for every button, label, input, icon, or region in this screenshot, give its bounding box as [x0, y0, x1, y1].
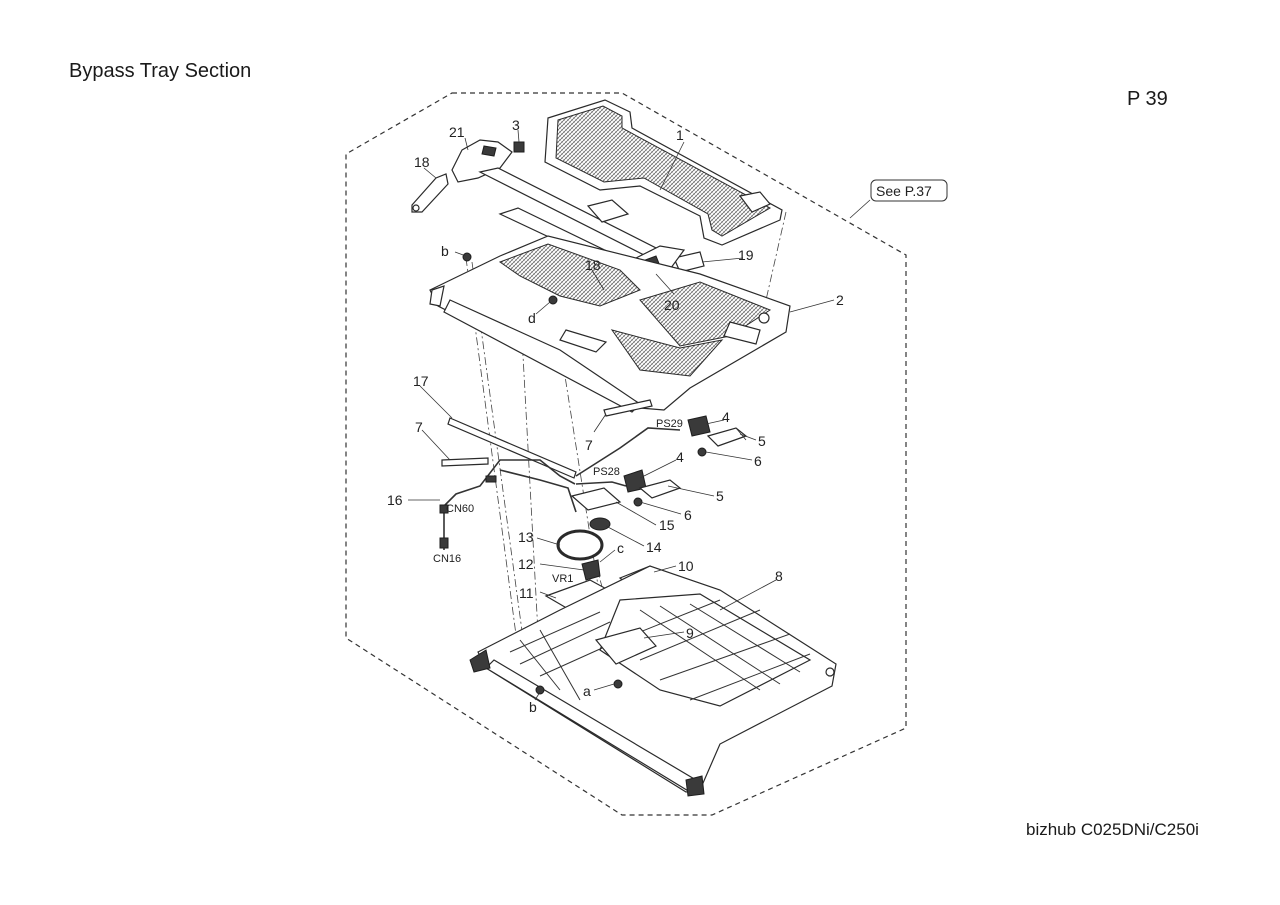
callout-14[interactable]: 14 [646, 539, 662, 555]
screw-b-upper [462, 252, 472, 262]
callout-18a[interactable]: 18 [414, 154, 430, 170]
callout-3[interactable]: 3 [512, 117, 520, 133]
callout-18b[interactable]: 18 [585, 257, 601, 273]
label-cn60: CN60 [446, 503, 474, 515]
part-2-tray-frame [429, 235, 791, 413]
label-ps29: PS29 [656, 418, 683, 430]
part-12-sensor [581, 559, 601, 581]
page-number: P 39 [1127, 88, 1168, 110]
label-cn16: CN16 [433, 553, 461, 565]
callout-9[interactable]: 9 [686, 625, 694, 641]
callout-5a[interactable]: 5 [758, 433, 766, 449]
callout-7a[interactable]: 7 [415, 419, 423, 435]
screw-d [548, 295, 558, 305]
callout-10[interactable]: 10 [678, 558, 694, 574]
callout-1[interactable]: 1 [676, 127, 684, 143]
callout-11[interactable]: 11 [519, 585, 534, 601]
callout-8[interactable]: 8 [775, 568, 783, 584]
callout-b-lower[interactable]: b [529, 699, 537, 715]
callout-17[interactable]: 17 [413, 373, 429, 389]
screw-a [613, 679, 623, 689]
callout-c[interactable]: c [617, 540, 624, 556]
reference-note[interactable]: See P.37 [870, 179, 948, 202]
part-13-ring [556, 529, 604, 561]
callout-5b[interactable]: 5 [716, 488, 724, 504]
part-6-spring-upper [697, 447, 707, 457]
part-1-upper-cover [544, 99, 783, 246]
part-19-slider [673, 251, 705, 273]
part-5-actuator-lower [638, 479, 682, 499]
callout-15[interactable]: 15 [659, 517, 675, 533]
part-7-rod-left [441, 457, 489, 467]
part-14-gear [589, 517, 611, 531]
callout-12[interactable]: 12 [518, 556, 534, 572]
callout-b-upper[interactable]: b [441, 243, 449, 259]
part-15-bracket [570, 487, 622, 511]
label-ps28: PS28 [593, 466, 620, 478]
model-name: bizhub C025DNi/C250i [1026, 820, 1199, 839]
callout-6b[interactable]: 6 [684, 507, 692, 523]
callout-d[interactable]: d [528, 310, 536, 326]
part-4-sensor-ps29 [687, 415, 711, 437]
part-7-rod-right [603, 399, 653, 417]
callout-4a[interactable]: 4 [722, 409, 730, 425]
callout-6a[interactable]: 6 [754, 453, 762, 469]
screw-b-lower [535, 685, 545, 695]
callout-16[interactable]: 16 [387, 492, 403, 508]
page-title: Bypass Tray Section [69, 60, 252, 82]
part-6-spring-lower [633, 497, 643, 507]
callout-2[interactable]: 2 [836, 292, 844, 308]
part-9-bracket [594, 627, 657, 665]
label-vr1: VR1 [552, 573, 573, 585]
section-boundary [345, 92, 907, 816]
callout-a[interactable]: a [583, 683, 591, 699]
callout-4b[interactable]: 4 [676, 449, 684, 465]
part-16-wire-harness [439, 427, 681, 550]
part-3-spring [513, 141, 525, 153]
callout-7b[interactable]: 7 [585, 437, 593, 453]
part-21-lever-housing [451, 139, 513, 183]
reference-note-text: See P.37 [876, 183, 932, 199]
callout-13[interactable]: 13 [518, 529, 534, 545]
callout-21[interactable]: 21 [449, 124, 465, 140]
callout-20[interactable]: 20 [664, 297, 680, 313]
part-5-actuator-upper [706, 427, 748, 447]
part-18-arm-upper [411, 173, 449, 213]
callout-19[interactable]: 19 [738, 247, 754, 263]
part-17-rod [447, 417, 577, 479]
